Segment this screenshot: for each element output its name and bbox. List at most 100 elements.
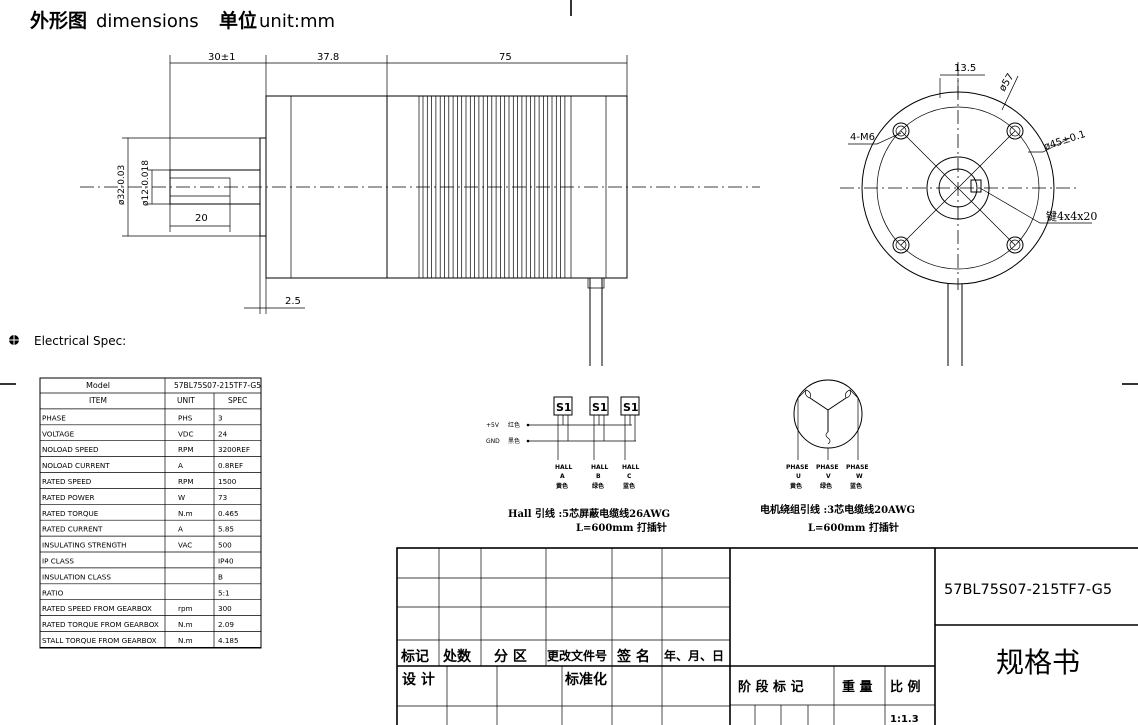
spec-table: Model 57BL75S07-215TF7-G5 ITEM UNIT SPEC… [39,377,262,649]
tb-change: 更改文件号 [547,648,607,663]
side-view: 30±1 37.8 75 20 2.5 ø32-0.03 ø12-0.018 [80,52,760,366]
spec-value: 4.185 [218,636,239,645]
tb-count: 处数 [442,648,472,665]
tb-scale-value: 1:1.3 [890,714,919,725]
tb-zone: 分 区 [494,649,527,665]
key-spec: 键4x4x20 [1046,209,1097,223]
hall-lead-phase: C [627,473,632,480]
dia-57: ø57 [997,72,1016,94]
dim-2-5: 2.5 [285,296,301,307]
spec-value: B [218,572,223,581]
mount-hole [892,236,910,254]
spec-item: RATED SPEED [42,477,92,486]
spec-item: VOLTAGE [42,429,75,438]
front-view: 13.5 ø57 4-M6 ø45±0.1 键4x4x20 [840,62,1097,366]
header-unit-en: unit:mm [259,11,335,32]
spec-unit: N.m [178,620,193,629]
hall-lead-phase: B [596,473,601,480]
tb-standard: 标准化 [564,671,607,688]
col-spec: SPEC [228,396,247,405]
power-pos-color: 红色 [508,421,520,429]
model-label: Model [86,381,110,390]
spec-value: 1500 [218,477,237,486]
spec-unit: RPM [178,445,194,454]
spec-unit: A [178,461,183,470]
phase-lead-phase: V [826,473,831,480]
phase-lead-color: 绿色 [820,482,832,490]
tb-weight: 重 量 [842,679,873,695]
spec-unit: W [178,493,185,502]
spec-value: 300 [218,604,232,613]
header-title-en: dimensions [96,11,199,32]
mount-hole-inner [895,239,907,251]
mount-hole [1006,122,1024,140]
spec-item: RATED SPEED FROM GEARBOX [42,604,152,613]
gnd-color: 黑色 [508,437,520,445]
dim-30: 30±1 [208,52,235,63]
hall-lead-name: HALL [555,464,572,471]
dia-45: ø45±0.1 [1043,129,1087,153]
spec-item: RATED POWER [42,493,94,502]
hall-lead-color: 黄色 [556,482,568,490]
spec-item: IP CLASS [42,557,74,566]
spec-item: PHASE [42,413,66,422]
spec-value: 2.09 [218,620,234,629]
spec-item: STALL TORQUE FROM GEARBOX [42,636,157,645]
mount-hole [1006,236,1024,254]
tb-mark: 标记 [400,648,429,665]
phase-lead-color: 黄色 [790,482,802,490]
spec-value: 0.8REF [218,461,243,470]
front-key [970,179,982,193]
phase-lead-phase: W [856,473,863,480]
motor-caption-1: 电机绕组引线 :3芯电缆线20AWG [760,503,915,516]
spec-unit: rpm [178,604,193,613]
hall-caption-2: L=600mm 打插针 [576,521,667,534]
hall-lead-name: HALL [622,464,639,471]
spec-value: 500 [218,541,232,550]
tb-scale-label: 比 例 [890,679,921,695]
dia-12: ø12-0.018 [141,160,151,206]
motor-wiring-diagram: 电机绕组引线 :3芯电缆线20AWG L=600mm 打插针 PHASEU黄色P… [760,379,915,534]
tb-sign: 签 名 [616,648,650,665]
phase-lead-color: 蓝色 [850,482,862,490]
spec-unit: A [178,525,183,534]
motor-fins [422,96,566,278]
header-unit-cn: 单位 [219,9,257,32]
spec-unit: RPM [178,477,194,486]
col-item: ITEM [89,396,107,405]
spec-item: RATIO [42,588,64,597]
spec-item: RATED TORQUE FROM GEARBOX [42,620,159,629]
spec-value: 5:1 [218,588,230,597]
hall-lead-name: HALL [591,464,608,471]
mount-hole-inner [1009,239,1021,251]
phase-lead-name: PHASE [816,464,838,471]
mount-hole [892,122,910,140]
tb-design: 设 计 [402,671,435,688]
tb-model: 57BL75S07-215TF7-G5 [944,582,1112,598]
electrical-heading: Electrical Spec: [34,334,126,348]
phase-lead-phase: U [796,473,801,480]
spec-unit: N.m [178,636,193,645]
hall-wiring-diagram: +5V 红色 GND 黑色 Hall 引线 :5芯屏蔽电缆线26AWG L=60… [486,396,670,534]
motor-body [386,95,628,279]
tb-doc-title: 规格书 [996,646,1080,679]
gnd-label: GND [486,438,500,445]
phase-lead-name: PHASE [786,464,808,471]
dia-32: ø32-0.03 [117,165,127,205]
dim-13-5: 13.5 [954,63,976,74]
spec-item: RATED CURRENT [42,525,103,534]
front-bolt-circle [876,106,1040,270]
front-shaft [938,168,978,208]
header-title-cn: 外形图 [30,9,87,32]
dim-20: 20 [195,213,208,224]
hall-lead-color: 蓝色 [623,482,635,490]
dim-37-8: 37.8 [317,52,339,63]
mount-hole-inner [895,125,907,137]
spec-value: 3 [218,413,223,422]
hall-caption-1: Hall 引线 :5芯屏蔽电缆线26AWG [508,507,670,520]
spec-value: IP40 [218,557,234,566]
tb-stage: 阶 段 标 记 [738,679,804,695]
spec-item: INSULATION CLASS [42,572,111,581]
phase-lead-name: PHASE [846,464,868,471]
